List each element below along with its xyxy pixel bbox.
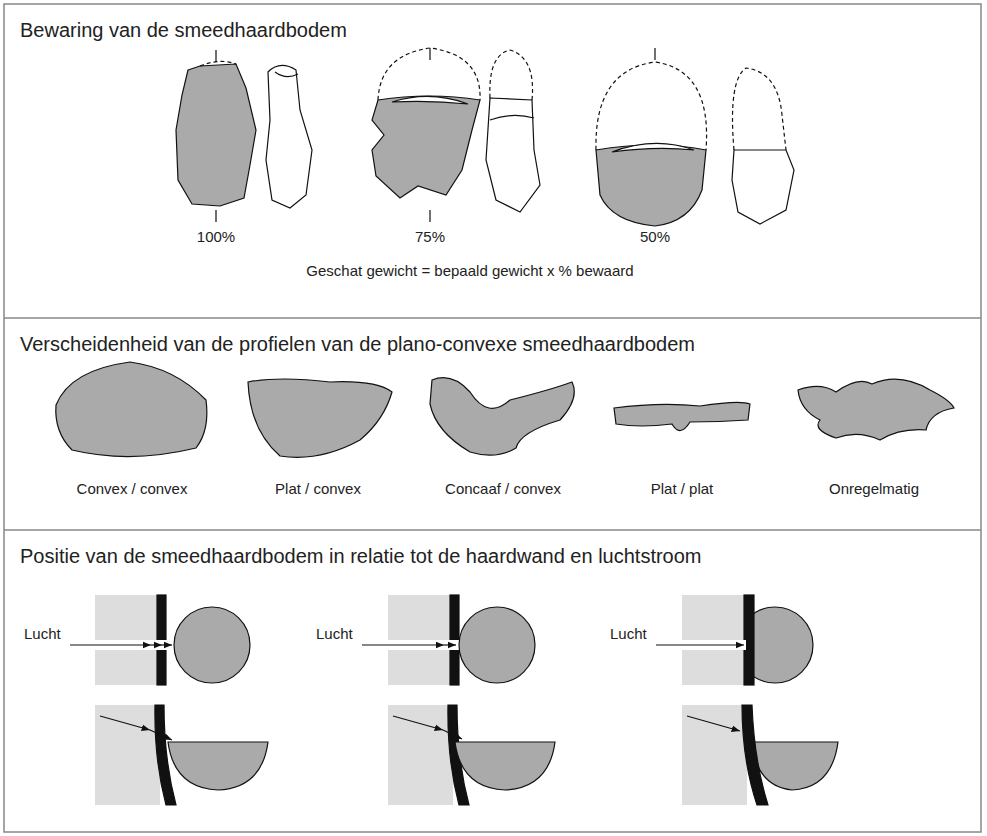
profile-shapes [56, 362, 954, 457]
profile-name: Concaaf / convex [445, 480, 561, 498]
panel-heading: Verscheidenheid van de profielen van de … [20, 332, 695, 356]
formula-text: Geschat gewicht = bepaald gewicht x % be… [306, 262, 633, 280]
frame [4, 4, 981, 832]
panel-heading: Positie van de smeedhaardbodem in relati… [20, 544, 702, 568]
panel-band: Verscheidenheid van de profielen van de … [4, 318, 981, 530]
air-label: Lucht [610, 625, 647, 643]
percentage-label: 100% [197, 228, 235, 246]
profile-name: Plat / convex [275, 480, 361, 498]
profile-name: Plat / plat [651, 480, 714, 498]
preservation-figures [176, 48, 794, 226]
position-figures [70, 595, 838, 805]
percentage-label: 75% [415, 228, 445, 246]
air-label: Lucht [24, 625, 61, 643]
percentage-label: 50% [640, 228, 670, 246]
air-label: Lucht [316, 625, 353, 643]
panel-heading: Bewaring van de smeedhaardbodem [20, 18, 347, 42]
profile-name: Convex / convex [77, 480, 188, 498]
profile-name: Onregelmatig [829, 480, 919, 498]
panel-band: Positie van de smeedhaardbodem in relati… [4, 530, 981, 832]
